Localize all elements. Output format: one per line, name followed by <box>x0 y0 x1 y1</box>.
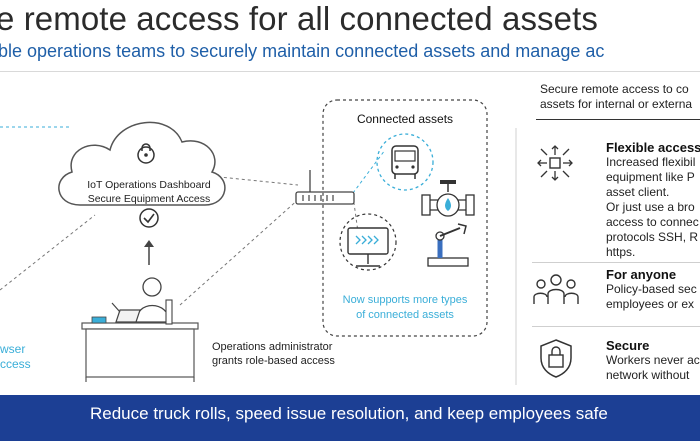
connected-assets-note-line2: of connected assets <box>356 309 454 321</box>
check-circle-icon <box>139 208 159 228</box>
operator-caption-line2: grants role-based access <box>212 355 335 367</box>
cloud-label-line2: Secure Equipment Access <box>88 193 211 205</box>
feature-divider <box>532 326 700 327</box>
arrows-expand-icon <box>537 145 573 181</box>
feature-title-flexible-access: Flexible access <box>606 140 700 155</box>
browser-label-line2: ccess <box>0 357 31 371</box>
footer-banner <box>0 395 700 441</box>
feature-title-secure: Secure <box>606 338 650 353</box>
footer-text: Reduce truck rolls, speed issue resoluti… <box>90 404 608 423</box>
right-intro-line2: assets for internal or externa <box>540 97 693 111</box>
feature-text-flexible-access: Increased flexibil equipment like P asse… <box>606 155 699 259</box>
cloud-icon <box>58 121 226 206</box>
right-intro-divider <box>536 119 700 120</box>
operator-caption-line1: Operations administrator <box>212 341 333 353</box>
feature-title-for-anyone: For anyone <box>606 267 677 282</box>
connected-assets-note-line1: Now supports more types <box>343 294 468 306</box>
router-icon <box>295 170 355 205</box>
lock-icon <box>137 143 155 164</box>
right-panel-intro: Secure remote access to co assets for in… <box>540 82 692 112</box>
page-subtitle: ble operations teams to securely maintai… <box>0 41 605 61</box>
shield-lock-icon <box>540 339 572 378</box>
connected-assets-title: Connected assets <box>357 112 453 126</box>
up-arrow-icon <box>144 240 154 265</box>
header-divider <box>0 71 700 72</box>
right-intro-line1: Secure remote access to co <box>540 82 689 96</box>
feature-divider <box>532 262 700 263</box>
feature-text-secure: Workers never ac network without <box>606 353 700 382</box>
browser-label-line1: wser <box>0 342 25 356</box>
operator-desk-illustration <box>81 277 199 382</box>
feature-text-for-anyone: Policy-based sec employees or ex <box>606 282 697 311</box>
page-title: e remote access for all connected assets <box>0 0 598 37</box>
monitor-icon <box>339 213 397 271</box>
valve-icon <box>421 180 475 217</box>
robot-arm-icon <box>427 223 469 267</box>
people-icon <box>533 274 579 304</box>
connected-assets-box <box>322 99 488 337</box>
architecture-diagram: IoT Operations Dashboard Secure Equipmen… <box>0 99 517 385</box>
cloud-label-line1: IoT Operations Dashboard <box>87 179 211 191</box>
bus-icon <box>376 133 434 191</box>
